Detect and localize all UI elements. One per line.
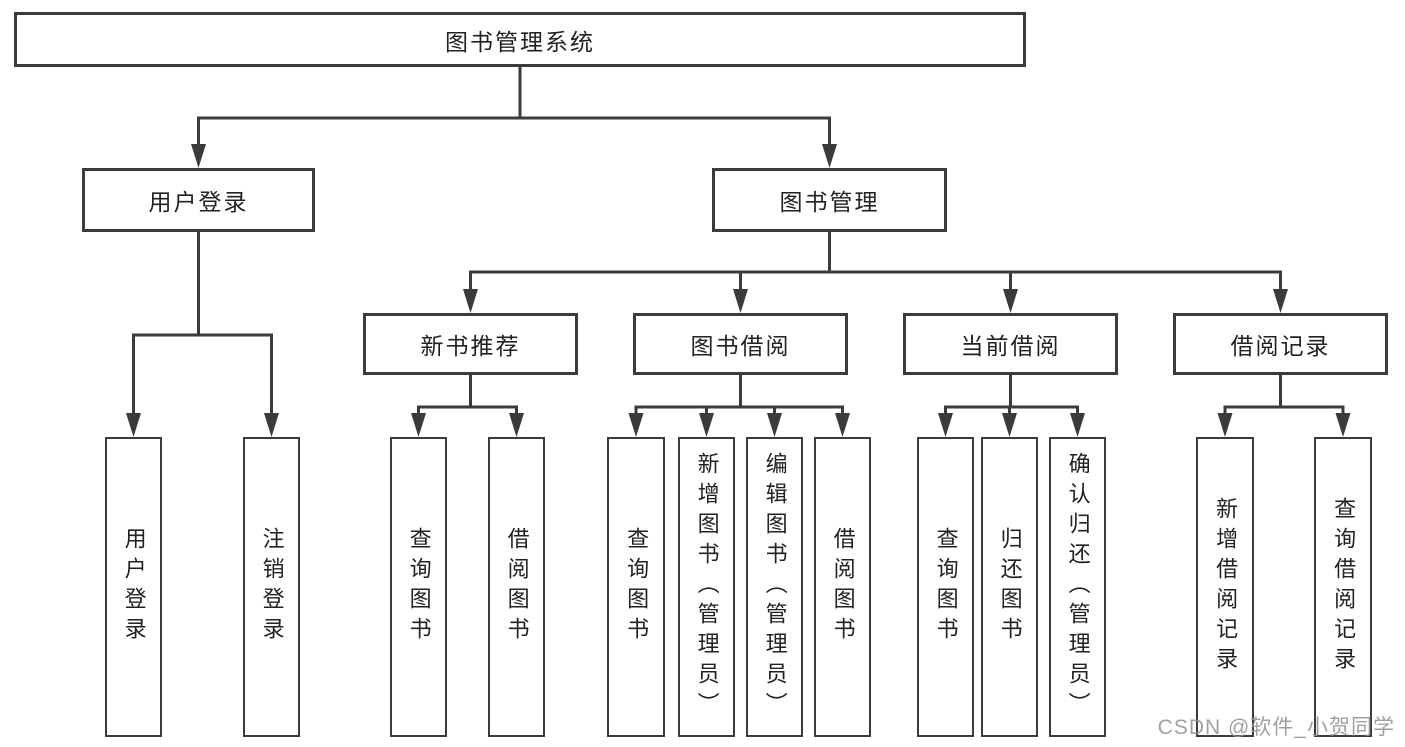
node-user-login: 用户登录: [82, 168, 315, 232]
leaf-user-login: 用户登录: [105, 437, 162, 737]
leaf-logout: 注销登录: [243, 437, 300, 737]
leaf-add-book-admin: 新增图书（管理员）: [678, 437, 735, 737]
leaf-add-borrow-record: 新增借阅记录: [1196, 437, 1254, 737]
node-new-book-recommend: 新书推荐: [363, 313, 578, 375]
node-book-borrow-label: 图书借阅: [690, 333, 791, 359]
node-root: 图书管理系统: [14, 12, 1026, 67]
leaf-query-books-borrow-label: 查询图书: [624, 527, 650, 647]
node-borrow-records-label: 借阅记录: [1230, 333, 1331, 359]
node-current-borrow-label: 当前借阅: [960, 333, 1061, 359]
leaf-query-borrow-record-label: 查询借阅记录: [1331, 497, 1357, 677]
leaf-logout-label: 注销登录: [259, 527, 285, 647]
leaf-query-books-recommend-label: 查询图书: [406, 527, 432, 647]
leaf-add-book-admin-label: 新增图书（管理员）: [694, 452, 720, 722]
leaf-borrow-books-recommend-label: 借阅图书: [504, 527, 530, 647]
leaf-user-login-label: 用户登录: [121, 527, 147, 647]
leaf-query-books-current-label: 查询图书: [933, 527, 959, 647]
arrowheads: [126, 144, 1351, 437]
node-book-management: 图书管理: [712, 168, 947, 232]
node-new-book-recommend-label: 新书推荐: [420, 333, 521, 359]
leaf-query-books-borrow: 查询图书: [607, 437, 665, 737]
leaf-edit-book-admin: 编辑图书（管理员）: [746, 437, 803, 737]
leaf-borrow-books-label: 借阅图书: [830, 527, 856, 647]
leaf-query-books-recommend: 查询图书: [390, 437, 447, 737]
node-user-login-label: 用户登录: [148, 189, 249, 215]
leaf-borrow-books-recommend: 借阅图书: [488, 437, 545, 737]
csdn-watermark: CSDN @软件_小贺同学: [1157, 716, 1395, 739]
leaf-confirm-return-admin: 确认归还（管理员）: [1049, 437, 1106, 737]
node-root-label: 图书管理系统: [445, 28, 595, 55]
node-current-borrow: 当前借阅: [903, 313, 1118, 375]
leaf-edit-book-admin-label: 编辑图书（管理员）: [762, 452, 788, 722]
leaf-query-borrow-record: 查询借阅记录: [1314, 437, 1372, 737]
leaf-return-books-label: 归还图书: [997, 527, 1023, 647]
leaf-query-books-current: 查询图书: [917, 437, 974, 737]
leaf-borrow-books: 借阅图书: [814, 437, 871, 737]
leaf-return-books: 归还图书: [981, 437, 1038, 737]
node-borrow-records: 借阅记录: [1173, 313, 1388, 375]
leaf-confirm-return-admin-label: 确认归还（管理员）: [1065, 452, 1091, 722]
node-book-management-label: 图书管理: [779, 189, 880, 215]
node-book-borrow: 图书借阅: [633, 313, 848, 375]
leaf-add-borrow-record-label: 新增借阅记录: [1213, 497, 1239, 677]
